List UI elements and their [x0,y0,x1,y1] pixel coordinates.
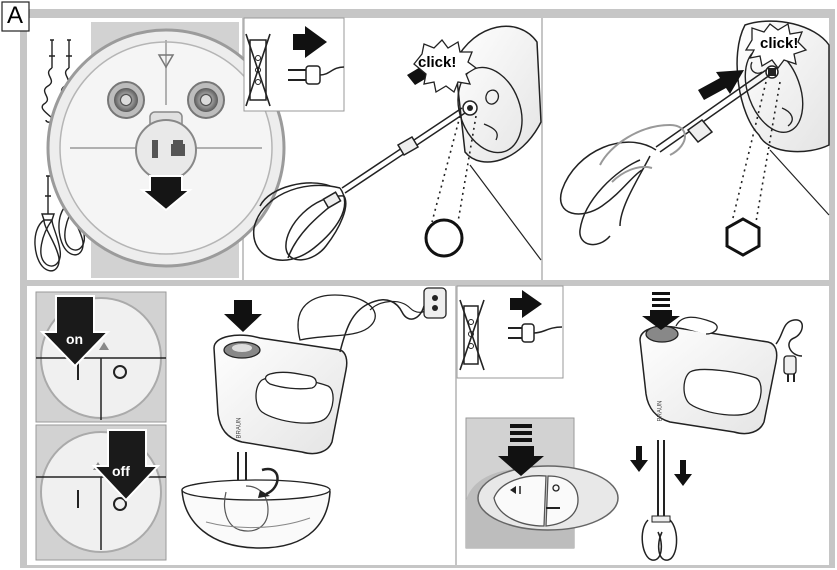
panel-dough-hook-insert [559,20,830,257]
socket-plate [46,22,286,278]
brand-label-mixing: BRAUN [236,417,243,439]
whisk-drawing [253,107,466,261]
panel-eject [456,285,803,561]
dial-label-off: off [112,463,130,479]
eject-arrow-icon [498,424,544,476]
click-label-whisk: click! [418,54,457,71]
panel-speed-dial [35,291,167,561]
click-label-dough-hook: click! [760,35,799,52]
speed-position-O [113,365,127,379]
brand-label-eject: BRAUN [657,400,664,422]
press-arrow-icon [224,300,262,332]
on-arrow-icon [39,295,111,368]
off-arrow-icon [91,429,161,502]
panel-whisk-insert [243,17,542,261]
rotate-arrow-icon [261,467,279,496]
click-callout [413,39,478,94]
panel-attachments [34,22,286,278]
dough-hook-drawing [559,69,771,246]
dial-label-on: on [66,331,84,347]
plug-crossed-icon [243,17,345,112]
circle-shaft-icon [424,218,464,258]
section-letter: A [7,2,24,29]
panel-mixing [181,287,447,549]
section-letter-box [1,1,30,32]
hexagon-shaft-icon [725,217,761,257]
